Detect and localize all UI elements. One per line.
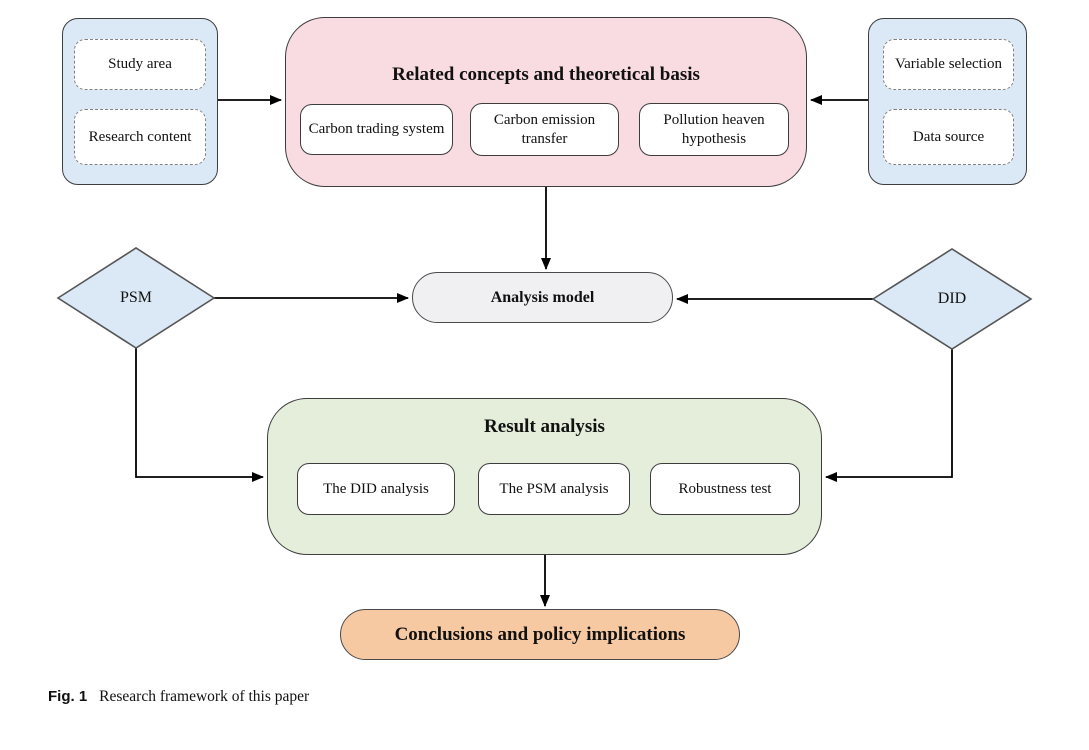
psm-diamond-label: PSM xyxy=(119,289,153,306)
carbon-emission-transfer-label: Carbon emission transfer xyxy=(493,111,596,147)
right-inputs-container: Variable selection Data source xyxy=(868,18,1027,185)
connector-psm-to-results xyxy=(135,348,264,482)
psm-diamond xyxy=(56,247,216,349)
analysis-model-label: Analysis model xyxy=(490,288,595,306)
robustness-test-box: Robustness test xyxy=(650,463,800,515)
did-analysis-box: The DID analysis xyxy=(297,463,455,515)
psm-analysis-label: The PSM analysis xyxy=(499,480,609,497)
study-area-box: Study area xyxy=(74,39,206,90)
variable-selection-label: Variable selection xyxy=(894,56,1003,72)
data-source-box: Data source xyxy=(883,109,1014,165)
figure-caption-number: Fig. 1 xyxy=(48,688,88,705)
carbon-emission-transfer-box: Carbon emission transfer xyxy=(470,103,619,156)
left-inputs-container: Study area Research content xyxy=(62,18,218,185)
conclusions-label: Conclusions and policy implications xyxy=(394,623,686,645)
did-diamond xyxy=(871,248,1033,350)
research-content-box: Research content xyxy=(74,109,206,165)
concepts-panel: Related concepts and theoretical basis xyxy=(285,17,807,187)
figure-caption: Fig. 1 Research framework of this paper xyxy=(48,688,309,706)
pollution-heaven-hypothesis-box: Pollution heaven hypothesis xyxy=(639,103,789,156)
data-source-label: Data source xyxy=(912,128,985,145)
variable-selection-box: Variable selection xyxy=(883,39,1014,90)
figure-caption-text: Research framework of this paper xyxy=(99,688,310,705)
concepts-title: Related concepts and theoretical basis xyxy=(392,64,700,85)
connector-did-to-results xyxy=(825,349,953,482)
did-analysis-label: The DID analysis xyxy=(323,480,429,497)
analysis-model-pill: Analysis model xyxy=(412,272,673,323)
robustness-test-label: Robustness test xyxy=(678,480,772,497)
study-area-label: Study area xyxy=(108,56,172,72)
did-diamond-label: DID xyxy=(937,290,967,307)
pollution-heaven-hypothesis-label: Pollution heaven hypothesis xyxy=(663,111,765,147)
research-content-label: Research content xyxy=(88,128,192,145)
psm-analysis-box: The PSM analysis xyxy=(478,463,630,515)
carbon-trading-system-box: Carbon trading system xyxy=(300,104,453,155)
conclusions-pill: Conclusions and policy implications xyxy=(340,609,740,660)
results-title: Result analysis xyxy=(484,416,605,437)
carbon-trading-system-label: Carbon trading system xyxy=(308,121,445,138)
